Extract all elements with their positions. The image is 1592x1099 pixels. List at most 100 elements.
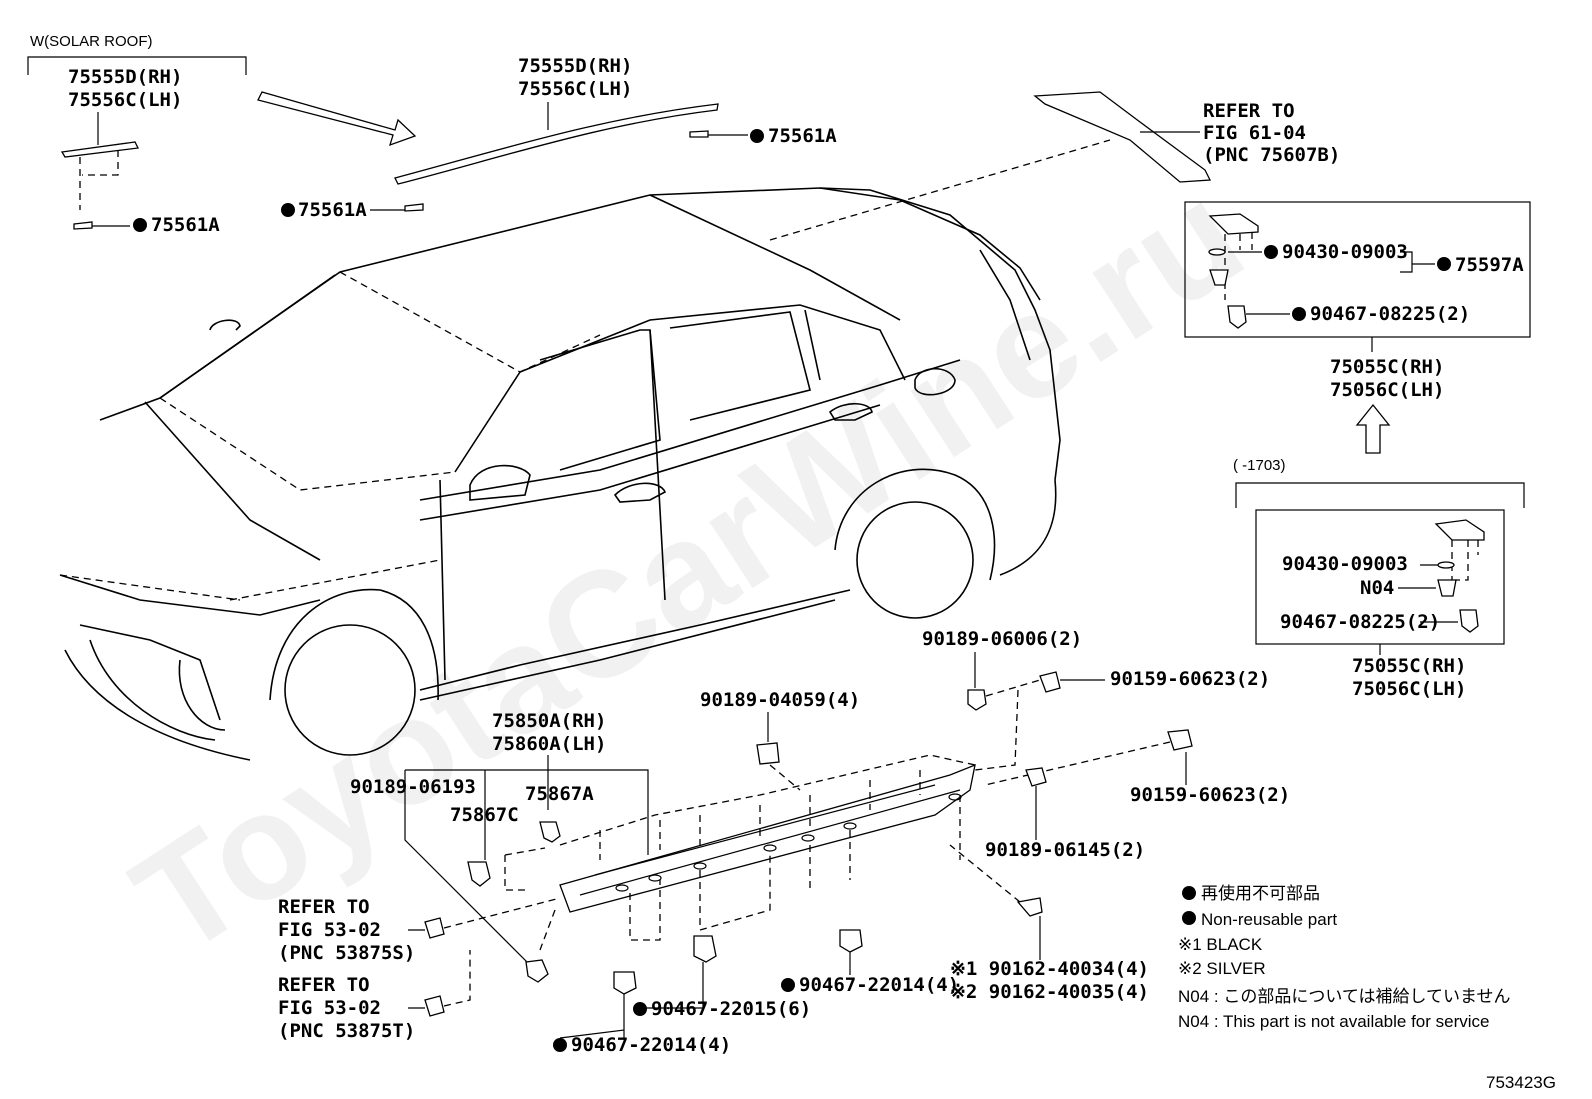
label-90467-22015[interactable]: 90467-22015(6)	[651, 998, 811, 1020]
nut-90189-06145-part[interactable]	[1025, 767, 1047, 787]
legend-note2: ※2 SILVER	[1178, 959, 1266, 978]
box-lower: ( -1703) 90430-09003 N04 90467-08225(2) …	[1233, 457, 1525, 700]
label-75867C[interactable]: 75867C	[450, 804, 519, 826]
clip-75867C-part[interactable]	[467, 861, 491, 887]
rocker-part-lh[interactable]: 75860A(LH)	[492, 733, 606, 755]
figure-code: 753423G	[1486, 1073, 1556, 1092]
non-reusable-dot	[1182, 886, 1196, 900]
label-75867A[interactable]: 75867A	[525, 783, 594, 805]
label-90162-40034[interactable]: ※1 90162-40034(4)	[950, 958, 1149, 980]
clip-90467-22014-a-part[interactable]	[613, 971, 637, 995]
roof-molding-part[interactable]	[394, 103, 719, 185]
box1-clip-a[interactable]: 90430-09003	[1282, 241, 1408, 263]
non-reusable-dot	[281, 203, 295, 217]
box1-group-label[interactable]: 75597A	[1455, 254, 1524, 276]
label-90467-22014-a[interactable]: 90467-22014(4)	[571, 1034, 731, 1056]
bolt-53875S-part[interactable]	[424, 917, 445, 939]
refer-53875T-1[interactable]: REFER TO	[278, 974, 370, 996]
clip-part[interactable]	[1437, 579, 1457, 597]
clip-90467-22014-b-part[interactable]	[839, 929, 863, 953]
non-reusable-dot	[750, 129, 764, 143]
sr-molding-part[interactable]	[60, 141, 139, 158]
solar-roof-group: W(SOLAR ROOF) 75555D(RH) 75556C(LH) 7556…	[27, 33, 247, 236]
non-reusable-dot	[553, 1038, 567, 1052]
roof-clip-part[interactable]	[689, 130, 709, 138]
roof-clip-b-label[interactable]: 75561A	[298, 199, 367, 221]
refer-53875T-3[interactable]: (PNC 53875T)	[278, 1020, 415, 1042]
refer-spoiler-2[interactable]: FIG 61-04	[1203, 122, 1306, 144]
non-reusable-dot	[1437, 257, 1451, 271]
clip-90189-06193-part[interactable]	[525, 959, 549, 983]
legend: 再使用不可部品 Non-reusable part ※1 BLACK ※2 SI…	[1178, 883, 1511, 1031]
rocker-part-rh[interactable]: 75850A(RH)	[492, 710, 606, 732]
washer-part[interactable]	[1208, 248, 1226, 256]
label-90467-22014-b[interactable]: 90467-22014(4)	[799, 974, 959, 996]
legend-nonreusable-en: Non-reusable part	[1201, 910, 1337, 929]
label-90189-06145[interactable]: 90189-06145(2)	[985, 839, 1145, 861]
box2-part-lh[interactable]: 75056C(LH)	[1352, 678, 1466, 700]
box2-n04[interactable]: N04	[1360, 577, 1394, 599]
bolt-53875T-part[interactable]	[424, 995, 445, 1017]
box-upper: 90430-09003 75597A 90467-08225(2) 75055C…	[1184, 201, 1531, 454]
clip-75867A-part[interactable]	[539, 821, 561, 843]
refer-53875S-2[interactable]: FIG 53-02	[278, 919, 381, 941]
rocker-molding-part[interactable]	[559, 763, 976, 913]
rocker-holes	[615, 793, 962, 892]
sr-clip-label[interactable]: 75561A	[151, 214, 220, 236]
refer-spoiler-1[interactable]: REFER TO	[1203, 100, 1295, 122]
spoiler-part[interactable]	[1033, 91, 1212, 183]
box1-part-lh[interactable]: 75056C(LH)	[1330, 379, 1444, 401]
label-90159-60623-b[interactable]: 90159-60623(2)	[1130, 784, 1290, 806]
legend-note1: ※1 BLACK	[1178, 935, 1263, 954]
box1-part-rh[interactable]: 75055C(RH)	[1330, 356, 1444, 378]
legend-nonreusable-jp: 再使用不可部品	[1201, 883, 1320, 903]
non-reusable-dot	[133, 218, 147, 232]
refer-53875S-1[interactable]: REFER TO	[278, 896, 370, 918]
nut-90189-04059-part[interactable]	[756, 742, 780, 765]
label-90159-60623-a[interactable]: 90159-60623(2)	[1110, 668, 1270, 690]
arrow-up-icon	[1355, 403, 1391, 454]
cover-part[interactable]	[1434, 519, 1485, 541]
sr-clip-part[interactable]	[73, 221, 93, 230]
box2-range: ( -1703)	[1233, 457, 1286, 474]
roof-clip-part[interactable]	[404, 203, 424, 212]
roof-molding-group: 75555D(RH) 75556C(LH) 75561A 75561A	[281, 55, 837, 221]
roof-mold-lh[interactable]: 75556C(LH)	[518, 78, 632, 100]
cover-part[interactable]	[1208, 213, 1259, 235]
box2-part-rh[interactable]: 75055C(RH)	[1352, 655, 1466, 677]
bolt-90159-60623-b-part[interactable]	[1167, 729, 1193, 751]
non-reusable-dot	[781, 978, 795, 992]
rocker-group: 75850A(RH) 75860A(LH) 90189-06193 75867C…	[278, 628, 1290, 1056]
bolt-90159-60623-part[interactable]	[1039, 671, 1061, 693]
legend-n04-en: N04 : This part is not available for ser…	[1178, 1012, 1490, 1031]
solar-roof-label: W(SOLAR ROOF)	[30, 33, 153, 50]
non-reusable-dot	[633, 1002, 647, 1016]
sr-mold-rh[interactable]: 75555D(RH)	[68, 66, 182, 88]
spoiler-group: REFER TO FIG 61-04 (PNC 75607B)	[769, 91, 1340, 241]
refer-spoiler-3[interactable]: (PNC 75607B)	[1203, 144, 1340, 166]
arrow-icon	[257, 91, 417, 147]
clip-90467-22015-part[interactable]	[693, 935, 717, 963]
label-90189-04059[interactable]: 90189-04059(4)	[700, 689, 860, 711]
fastener-part[interactable]	[1459, 609, 1479, 633]
non-reusable-dot	[1292, 307, 1306, 321]
clip-part[interactable]	[1209, 269, 1229, 286]
box2-clip-b[interactable]: 90467-08225(2)	[1280, 611, 1440, 633]
roof-clip-a-label[interactable]: 75561A	[768, 125, 837, 147]
refer-53875S-3[interactable]: (PNC 53875S)	[278, 942, 415, 964]
sr-mold-lh[interactable]: 75556C(LH)	[68, 89, 182, 111]
washer-part[interactable]	[1437, 561, 1455, 569]
box1-clip-b[interactable]: 90467-08225(2)	[1310, 303, 1470, 325]
screw-90162-part[interactable]	[1016, 897, 1043, 917]
non-reusable-dot	[1264, 245, 1278, 259]
roof-mold-rh[interactable]: 75555D(RH)	[518, 55, 632, 77]
fastener-part[interactable]	[1227, 305, 1247, 329]
label-90189-06193[interactable]: 90189-06193	[350, 776, 476, 798]
nut-90189-06006-part[interactable]	[967, 689, 987, 711]
box2-clip-a[interactable]: 90430-09003	[1282, 553, 1408, 575]
label-90189-06006[interactable]: 90189-06006(2)	[922, 628, 1082, 650]
label-90162-40035[interactable]: ※2 90162-40035(4)	[950, 981, 1149, 1003]
legend-n04-jp: N04 : この部品については補給していません	[1178, 987, 1511, 1006]
refer-53875T-2[interactable]: FIG 53-02	[278, 997, 381, 1019]
